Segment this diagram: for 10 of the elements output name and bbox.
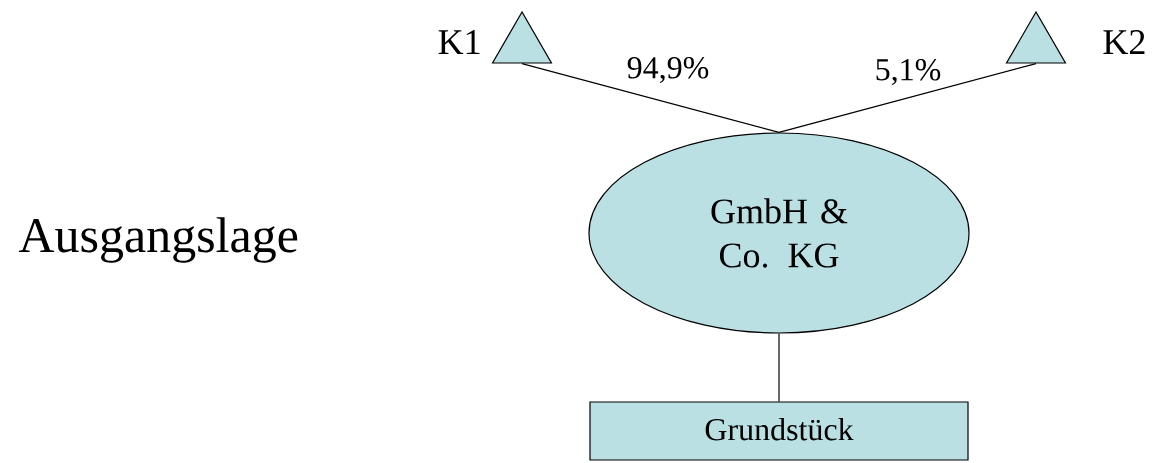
edge-label: 94,9% <box>624 54 712 86</box>
connector-line <box>778 63 1037 133</box>
rectangle-box: Grundstück <box>589 401 969 461</box>
title: Ausgangslage <box>18 217 298 263</box>
edge-label: 5,1% <box>872 56 944 88</box>
node-label: K2 <box>1103 30 1145 54</box>
connector-line <box>521 63 780 133</box>
node-label: K1 <box>438 30 480 54</box>
connector-line <box>778 333 780 402</box>
ellipse-node: GmbH & Co. KG <box>588 132 970 334</box>
